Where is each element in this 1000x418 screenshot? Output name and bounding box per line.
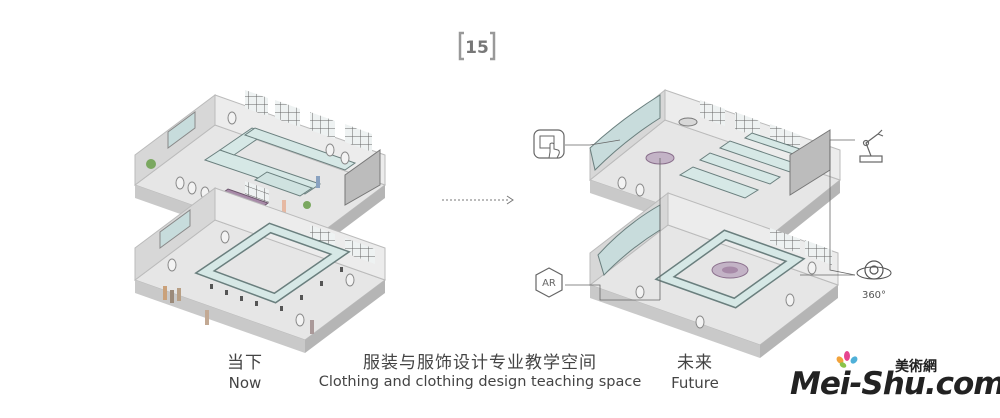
now-caption-en: Now — [228, 374, 262, 392]
now-upper-floor — [133, 90, 387, 258]
three-sixty-label: 360° — [862, 290, 886, 301]
transition-arrow — [442, 195, 514, 205]
watermark-flower-icon — [836, 351, 858, 368]
annotation-lines — [565, 139, 856, 301]
future-lower-floor — [588, 191, 840, 358]
title-caption-en: Clothing and clothing design teaching sp… — [318, 374, 642, 390]
ar-icon: AR — [535, 267, 563, 298]
now-classroom — [133, 90, 387, 353]
now-lower-floor — [133, 187, 387, 353]
touch-screen-icon — [533, 129, 565, 159]
title-caption-cn: 服装与服饰设计专业教学空间 — [363, 353, 597, 373]
watermark-logo: Mei-Shu.com — [790, 366, 1000, 402]
three-sixty-icon: 360° — [856, 260, 892, 301]
now-caption-cn: 当下 — [227, 353, 263, 373]
future-classroom — [565, 88, 856, 358]
watermark-cn: 美術網 — [895, 359, 937, 375]
robot-arm-icon — [859, 129, 884, 163]
future-caption-en: Future — [671, 374, 719, 392]
future-caption-cn: 未来 — [677, 353, 713, 373]
ar-icon-label: AR — [542, 278, 556, 289]
badge-number: 15 — [465, 38, 489, 58]
number-badge: 15 — [458, 31, 496, 61]
